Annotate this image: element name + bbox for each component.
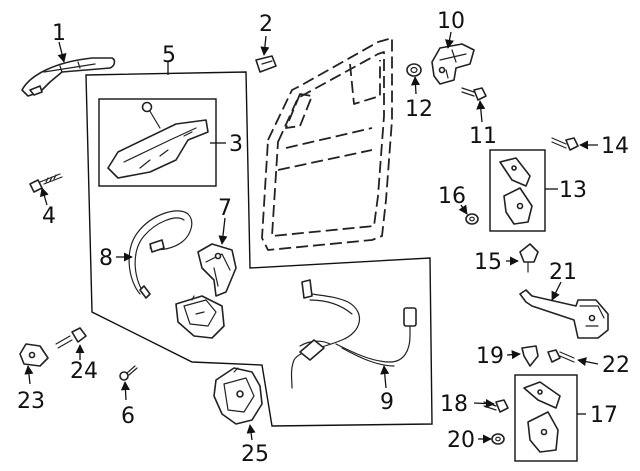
callout-9: 9 [380,390,394,415]
latch-housing-part [175,295,225,339]
callout-18: 18 [440,392,468,417]
cap-part [255,55,277,73]
callout-8: 8 [99,246,113,271]
callout-10: 10 [437,9,465,34]
bolt-part-22 [547,349,575,363]
door-outline [261,37,393,251]
actuator-motor-part [213,367,263,425]
callout-12: 12 [405,97,433,122]
callout-7: 7 [218,196,232,221]
callout-19: 19 [476,344,504,369]
callout-1: 1 [52,21,66,46]
striker-part [19,343,49,367]
wiring-harness-part [290,279,417,389]
callout-14: 14 [601,134,629,159]
washer-part-20 [491,433,505,445]
leader-lines [24,31,599,444]
lower-hinge-part [523,381,561,453]
callout-3: 3 [229,132,243,157]
outside-handle-part [21,57,116,97]
group-box-17 [514,374,578,462]
group-box-5 [85,71,433,427]
callout-5: 5 [162,43,176,68]
callout-22: 22 [602,353,630,378]
group-box-13 [489,149,546,232]
bolt-part-11 [461,87,487,101]
callout-21: 21 [549,260,577,285]
callout-11: 11 [469,124,497,149]
hinge-part [431,43,475,85]
callout-23: 23 [17,389,45,414]
callout-2: 2 [259,12,273,37]
callout-4: 4 [42,204,56,229]
callout-labels: 1 2 3 4 5 6 7 8 9 10 11 12 13 14 15 16 1… [17,9,630,467]
hinge-strap-part [499,157,533,225]
nut-part-12 [406,63,422,77]
stud-part-15 [519,243,539,273]
bolt-part-14 [551,137,579,151]
door-check-part [519,289,609,339]
callout-25: 25 [241,442,269,467]
handle-bracket-part [107,101,209,179]
callout-17: 17 [590,403,618,428]
callout-16: 16 [438,184,466,209]
callout-24: 24 [70,359,98,384]
callout-15: 15 [474,250,502,275]
cable-rod-part [128,210,193,299]
latch-bracket-part [197,243,237,297]
screw-part-6 [119,365,138,381]
clip-part-19 [521,345,539,367]
bolt-part-24 [55,327,87,349]
bolt-part-4 [29,173,63,193]
callout-6: 6 [121,404,135,429]
bolt-part-18 [483,399,509,413]
callout-20: 20 [447,428,475,453]
callout-13: 13 [559,178,587,203]
washer-part-16 [465,213,479,225]
